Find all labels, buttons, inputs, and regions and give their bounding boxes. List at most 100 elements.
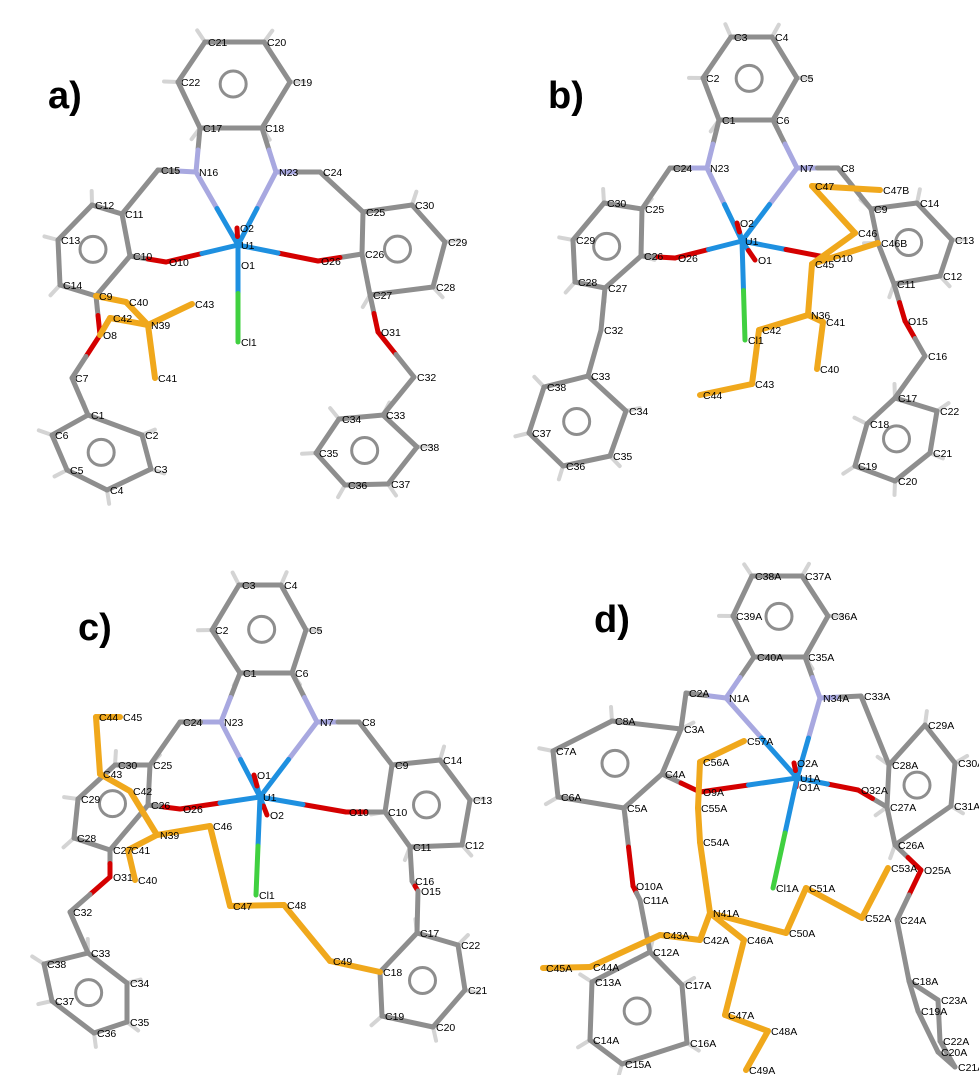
carbon-bond <box>587 979 595 1043</box>
atom-label: C35 <box>319 448 338 460</box>
cation-bond <box>697 738 747 765</box>
atom-label: C46A <box>747 935 773 947</box>
carbon-bond <box>89 202 125 217</box>
atom-label: C24 <box>673 163 692 175</box>
carbon-bond <box>71 796 81 841</box>
carbon-bond <box>93 253 133 299</box>
atom-label: C15 <box>161 165 180 177</box>
heteroatom-bond-half <box>767 165 800 207</box>
cation-bond <box>697 839 713 916</box>
carbon-bond <box>948 760 958 809</box>
carbon-bond <box>382 809 413 850</box>
carbon-bond <box>619 1040 690 1067</box>
cation-bond <box>154 823 213 838</box>
atom-label: C37 <box>532 428 551 440</box>
atom-label: C14 <box>443 755 462 767</box>
atom-label: C14A <box>593 1035 619 1047</box>
carbon-bond <box>41 950 91 967</box>
heteroatom-bond-half <box>704 165 727 207</box>
carbon-bond <box>894 917 912 984</box>
atom-label: C7A <box>556 746 576 758</box>
carbon-bond <box>317 169 366 215</box>
atom-label: Cl1 <box>259 890 275 902</box>
heteroatom-bond-half <box>683 690 709 698</box>
cation-bond <box>695 805 703 845</box>
carbon-bond <box>385 444 420 487</box>
atom-label: C23A <box>941 995 967 1007</box>
heteroatom-bond-half <box>672 247 711 261</box>
atom-label: C34 <box>342 414 361 426</box>
atom-label: C29A <box>928 720 954 732</box>
atom-label: C47A <box>728 1010 754 1022</box>
carbon-bond <box>459 797 473 848</box>
atom-label: C5 <box>70 465 84 477</box>
atom-label: C25 <box>366 207 385 219</box>
heteroatom-bond-half <box>802 654 815 680</box>
heteroatom-bond-half <box>734 220 742 235</box>
carbon-bond <box>730 613 757 660</box>
panel-b-letter: b) <box>548 75 584 117</box>
atom-label: N23 <box>710 163 729 175</box>
heteroatom-bond-half <box>770 830 788 891</box>
atom-label: C38 <box>547 382 566 394</box>
atom-label: C42A <box>703 935 729 947</box>
atom-label: C36 <box>97 1028 116 1040</box>
atom-label: C8 <box>362 717 376 729</box>
heteroatom-bond-half <box>367 292 377 316</box>
atom-label: C33 <box>591 371 610 383</box>
carbon-bond <box>55 202 95 243</box>
aromatic-ring-circle <box>383 234 412 264</box>
atom-label: C38A <box>755 571 781 583</box>
heteroatom-bond-half <box>621 805 631 850</box>
carbon-bond <box>49 412 91 438</box>
carbon-bond <box>313 450 348 488</box>
cation-bond <box>125 847 138 883</box>
atom-label: C35A <box>808 652 834 664</box>
carbon-bond <box>570 237 578 285</box>
carbon-bond <box>886 722 928 768</box>
heteroatom-bond-half <box>228 670 243 700</box>
atom-label: C35 <box>130 1017 149 1029</box>
carbon-bond <box>550 748 561 800</box>
heteroatom-bond-half <box>870 796 890 810</box>
carbon-bond <box>209 582 242 633</box>
atom-label: O15 <box>908 316 928 328</box>
atom-label: C22A <box>943 1036 969 1048</box>
atom-label: C47 <box>815 181 834 193</box>
atom-label: C32 <box>73 907 92 919</box>
heteroatom-bond-half <box>704 141 716 171</box>
atom-label: C13 <box>473 795 492 807</box>
carbon-bond <box>409 202 448 245</box>
heteroatom-bond-half <box>67 892 93 915</box>
carbon-bond <box>570 200 607 243</box>
atom-label: C27 <box>113 845 132 857</box>
carbon-bond <box>455 942 468 993</box>
carbon-bond <box>679 982 690 1046</box>
atom-label: C11 <box>413 842 432 854</box>
atom-label: C44A <box>593 962 619 974</box>
atom-label: C40 <box>820 364 839 376</box>
panel-c-bonds <box>30 570 486 1049</box>
atom-label: Cl1A <box>776 883 799 895</box>
heteroatom-bond-half <box>371 311 381 335</box>
atom-label: C3A <box>684 724 704 736</box>
atom-label: C17 <box>203 123 222 135</box>
atom-label: C17A <box>685 980 711 992</box>
atom-label: C21 <box>208 37 227 49</box>
atom-label: C20 <box>436 1022 455 1034</box>
atom-label: C21 <box>468 985 487 997</box>
carbon-bond <box>91 1019 130 1036</box>
atom-label: C3 <box>242 580 256 592</box>
atom-label: C50A <box>789 928 815 940</box>
atom-label: C42 <box>133 786 152 798</box>
heteroatom-bond-half <box>266 147 279 175</box>
cation-bond <box>697 381 755 398</box>
carbon-bond <box>407 842 465 850</box>
heteroatom-bond-half <box>87 874 113 897</box>
atom-label: C27 <box>373 290 392 302</box>
carbon-bond <box>278 582 309 633</box>
atom-label: C12 <box>95 200 114 212</box>
